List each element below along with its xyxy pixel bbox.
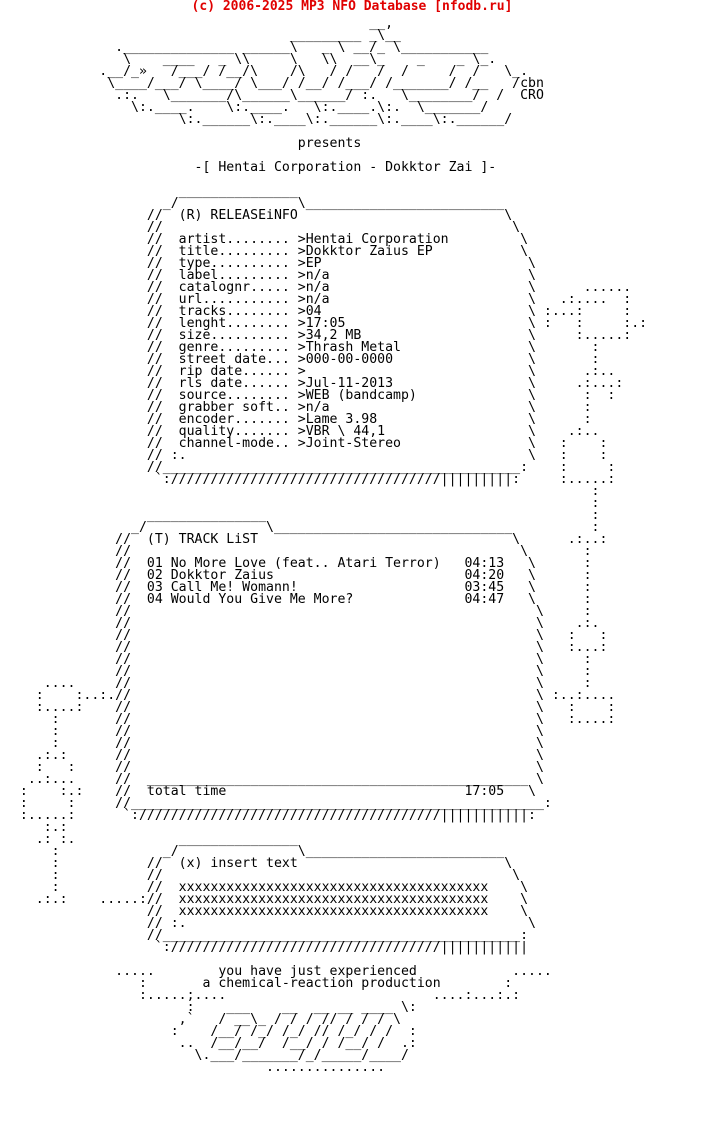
site-header: (c) 2006-2025 MP3 NFO Database [nfodb.ru…: [191, 0, 513, 14]
nfo-ascii-art: __, _________ _\__ .______________ _____…: [19, 16, 648, 1075]
